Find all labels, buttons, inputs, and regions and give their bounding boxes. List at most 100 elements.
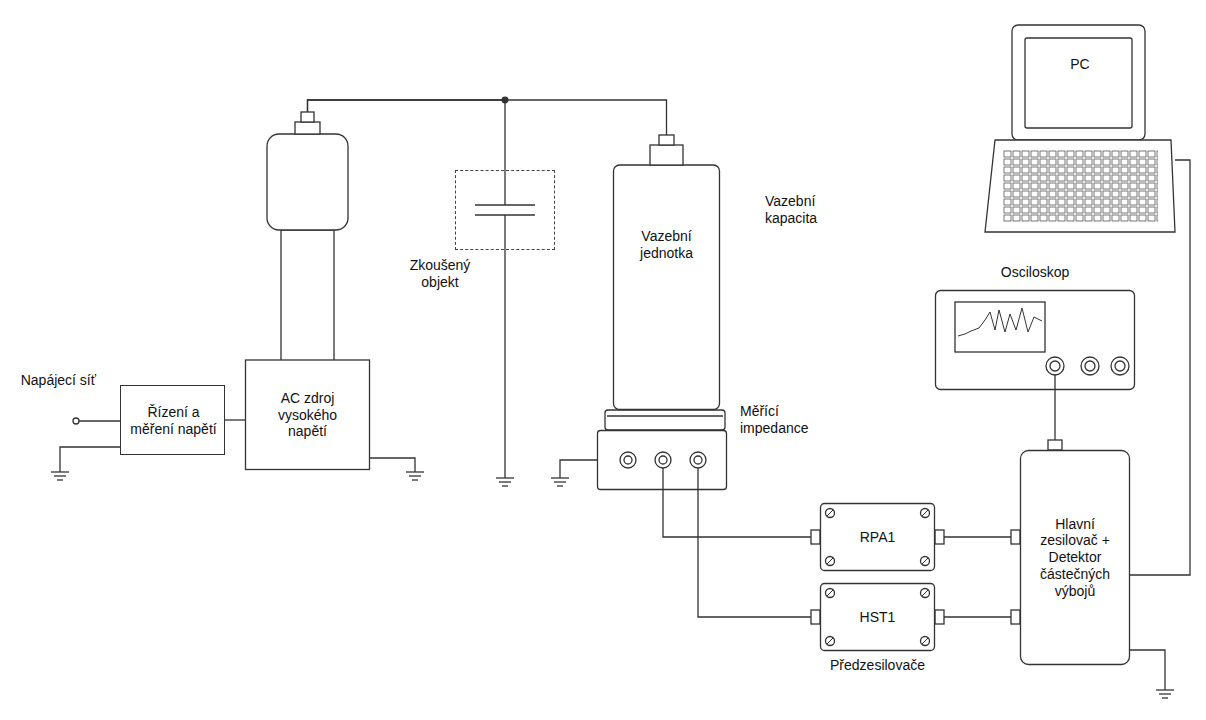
test-object-lead <box>504 170 505 205</box>
node-label: AC zdroj vysokého napětí <box>245 360 370 470</box>
node-label: Zkoušený objekt <box>394 257 486 291</box>
supply-terminal <box>73 418 79 424</box>
ground-symbol <box>406 472 424 480</box>
supply-wire <box>79 420 120 421</box>
ground-wire <box>370 458 415 472</box>
ground-wire <box>60 447 120 472</box>
ground-wire <box>560 460 597 478</box>
preamplifier-part <box>826 509 835 518</box>
measuring-impedance-part <box>624 456 632 464</box>
node-label: Osciloskop <box>935 264 1135 281</box>
node-label: Řízení a měření napětí <box>121 386 226 456</box>
preamplifier-part <box>826 589 835 598</box>
preamplifier-part <box>827 590 833 596</box>
pc-part <box>1003 150 1158 222</box>
oscilloscope: Osciloskop <box>935 290 1135 390</box>
wire-connector <box>935 616 1020 617</box>
preamplifier-part <box>922 590 928 596</box>
node-label: PC <box>1050 56 1110 73</box>
main-amplifier-detector-part <box>1048 440 1062 450</box>
oscilloscope-part <box>955 302 1045 352</box>
wire-connector <box>935 536 1020 537</box>
node-label: Vazební jednotka <box>613 215 720 275</box>
oscilloscope-part <box>958 308 1042 336</box>
preamplifier-part <box>935 610 944 624</box>
ground-wire <box>1130 650 1165 690</box>
measuring-impedance-part <box>690 452 706 468</box>
coupling-base-plate <box>605 410 725 430</box>
oscilloscope-part <box>1050 361 1060 371</box>
oscilloscope-part <box>1054 375 1055 390</box>
pc-part <box>985 140 1175 232</box>
measuring-impedance-part <box>697 468 698 490</box>
preamplifier-part <box>811 530 820 544</box>
preamplifier-part <box>821 504 935 571</box>
pc-part <box>1025 38 1132 128</box>
preamplifier-part <box>921 509 930 518</box>
preamplifier: RPA1 <box>820 503 935 571</box>
supply-label: Napájecí síť <box>16 372 96 389</box>
test-object: Zkoušený objekt <box>455 170 555 250</box>
oscilloscope-part <box>936 291 1135 390</box>
pc-part <box>1012 25 1145 140</box>
oscilloscope-part <box>1081 357 1099 375</box>
wire-connector <box>308 100 667 135</box>
preamplifier: HST1 <box>820 583 935 651</box>
preamplifier-part <box>826 557 835 566</box>
preamplifier-part <box>921 589 930 598</box>
preamplifier-part <box>827 558 833 564</box>
preamplifier-part <box>811 610 820 624</box>
coupling-unit-part <box>650 145 683 165</box>
measuring-impedance-drawing <box>597 430 727 490</box>
ground-symbol <box>496 478 514 486</box>
ground-symbol <box>1156 690 1174 698</box>
hv-transformer: AC zdroj vysokého napětí <box>245 112 370 470</box>
wire-connector <box>698 490 820 617</box>
measuring-impedance-part <box>659 456 667 464</box>
main-amplifier-detector-part <box>1011 530 1020 544</box>
main-amplifier-detector: Hlavní zesilovač + Detektor částečných v… <box>1020 450 1130 665</box>
preamplifier-part <box>922 558 928 564</box>
oscilloscope-drawing <box>935 290 1135 390</box>
coupling-unit: Vazební jednotkaVazební kapacita <box>613 135 720 410</box>
pc: PC <box>985 22 1175 234</box>
preamplifier-part <box>921 637 930 646</box>
oscilloscope-part <box>1046 357 1064 375</box>
measuring-impedance-part <box>694 456 702 464</box>
wire-connector <box>225 419 245 420</box>
preamplifier-part <box>826 637 835 646</box>
node-label: RPA1 <box>820 503 935 571</box>
measuring-impedance-part <box>620 452 636 468</box>
measuring-impedance-part <box>598 431 727 490</box>
main-amplifier-detector-part <box>1021 451 1130 665</box>
coupling-unit-drawing <box>613 135 720 410</box>
oscilloscope-part <box>1115 361 1125 371</box>
measuring-impedance-part <box>662 468 663 490</box>
coupling-unit-part <box>659 135 674 145</box>
measuring-impedance-part <box>655 452 671 468</box>
hv-transformer-part <box>246 360 370 470</box>
pc-drawing <box>985 22 1175 234</box>
hv-transformer-part <box>281 230 334 362</box>
node-caption: Vazební kapacita <box>765 193 857 227</box>
node-label: Měřící impedance <box>740 403 832 437</box>
coupling-unit-part <box>614 165 720 410</box>
preamplifier-part <box>827 638 833 644</box>
wire-connector <box>663 490 820 537</box>
node-label: HST1 <box>820 583 935 651</box>
hv-transformer-part <box>267 134 348 230</box>
coupling-base-plate <box>607 415 723 416</box>
main-amplifier-detector-part <box>1011 610 1020 624</box>
preamplifier-part <box>922 510 928 516</box>
measuring-impedance: Měřící impedance <box>597 430 727 490</box>
preamplifier-part <box>922 638 928 644</box>
hv-transformer-part <box>301 112 314 122</box>
ground-symbol <box>51 472 69 480</box>
oscilloscope-part <box>1085 361 1095 371</box>
group-label: Předzesilovače <box>805 657 950 674</box>
preamplifier-part <box>827 510 833 516</box>
preamplifier-part <box>935 530 944 544</box>
preamplifier-part <box>821 584 935 651</box>
capacitor-plate <box>475 204 535 206</box>
